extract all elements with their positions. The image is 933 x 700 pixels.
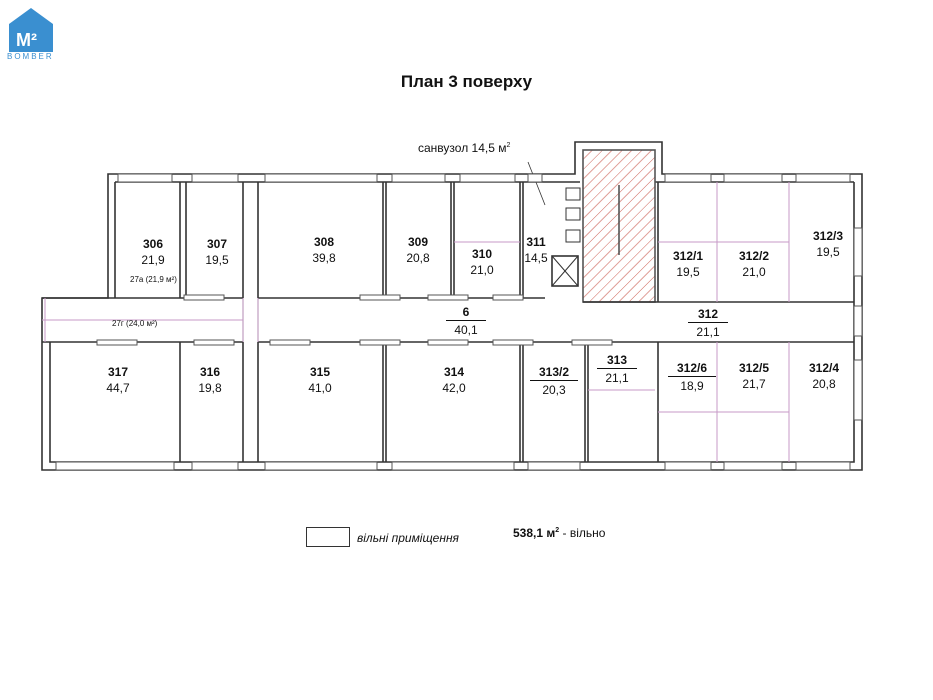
logo-mark: M² [16, 30, 37, 50]
brand-logo: M² [9, 8, 53, 52]
legend-swatch [306, 527, 350, 547]
logo-text: BOMBER [7, 52, 54, 61]
plan-title: План 3 поверху [400, 72, 533, 91]
label-27g: 27г (24,0 м²) [112, 319, 158, 328]
legend-label: вільні приміщення [357, 531, 459, 545]
wc-label: санвузол 14,5 м2 [418, 141, 511, 155]
label-27a: 27а (21,9 м²) [130, 275, 177, 284]
total-free-area: 538,1 м2 - вільно [513, 526, 606, 540]
